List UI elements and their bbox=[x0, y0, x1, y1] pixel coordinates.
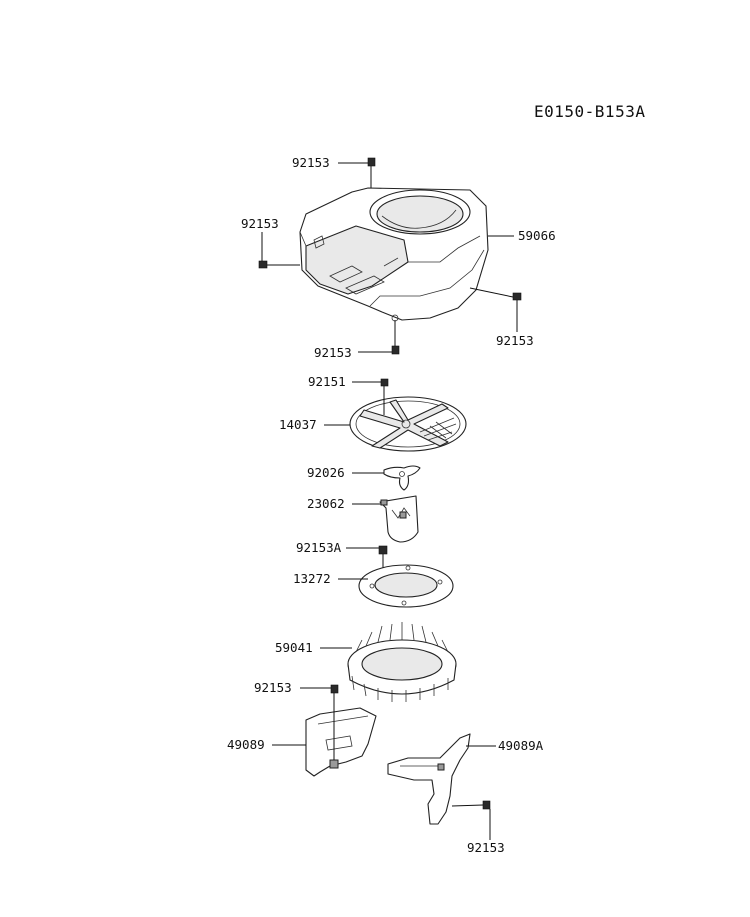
magneto-ring bbox=[358, 564, 454, 608]
callout-screw-top: 92153 bbox=[292, 155, 330, 170]
callout-plate: 92026 bbox=[307, 465, 345, 480]
rotating-screen bbox=[349, 396, 467, 452]
leader-lines bbox=[261, 162, 518, 840]
housing-screw-top-icon bbox=[367, 157, 376, 188]
callout-screw-guard: 92153 bbox=[254, 680, 292, 695]
housing-screw-bottom-icon bbox=[391, 320, 400, 355]
callout-bolt-a: 92153A bbox=[296, 540, 342, 555]
callout-pulley: 23062 bbox=[307, 496, 345, 511]
housing-screw-left-icon bbox=[258, 260, 300, 269]
cooling-fan bbox=[347, 622, 457, 702]
guard-right bbox=[387, 733, 471, 825]
guard-left bbox=[305, 707, 377, 777]
housing-screw-right-icon bbox=[469, 287, 522, 301]
starter-pulley bbox=[379, 495, 419, 543]
triangle-plate bbox=[383, 465, 421, 491]
callout-screw-screen: 92151 bbox=[308, 374, 346, 389]
callout-screen: 14037 bbox=[279, 417, 317, 432]
callout-housing: 59066 bbox=[518, 228, 556, 243]
callout-screw-guard-right: 92153 bbox=[467, 840, 505, 855]
callout-guard-right: 49089A bbox=[498, 738, 544, 753]
callout-screw-bottom: 92153 bbox=[314, 345, 352, 360]
callout-screw-right: 92153 bbox=[496, 333, 534, 348]
callout-screw-left: 92153 bbox=[241, 216, 279, 231]
center-bolt-icon bbox=[378, 545, 388, 568]
guard-screw-icon bbox=[330, 684, 339, 760]
callout-fan: 59041 bbox=[275, 640, 313, 655]
callout-guard-left: 49089 bbox=[227, 737, 265, 752]
diagram-code: E0150-B153A bbox=[534, 102, 645, 121]
blower-housing bbox=[299, 187, 489, 322]
callout-ring: 13272 bbox=[293, 571, 331, 586]
guard-right-screw-icon bbox=[451, 800, 491, 810]
